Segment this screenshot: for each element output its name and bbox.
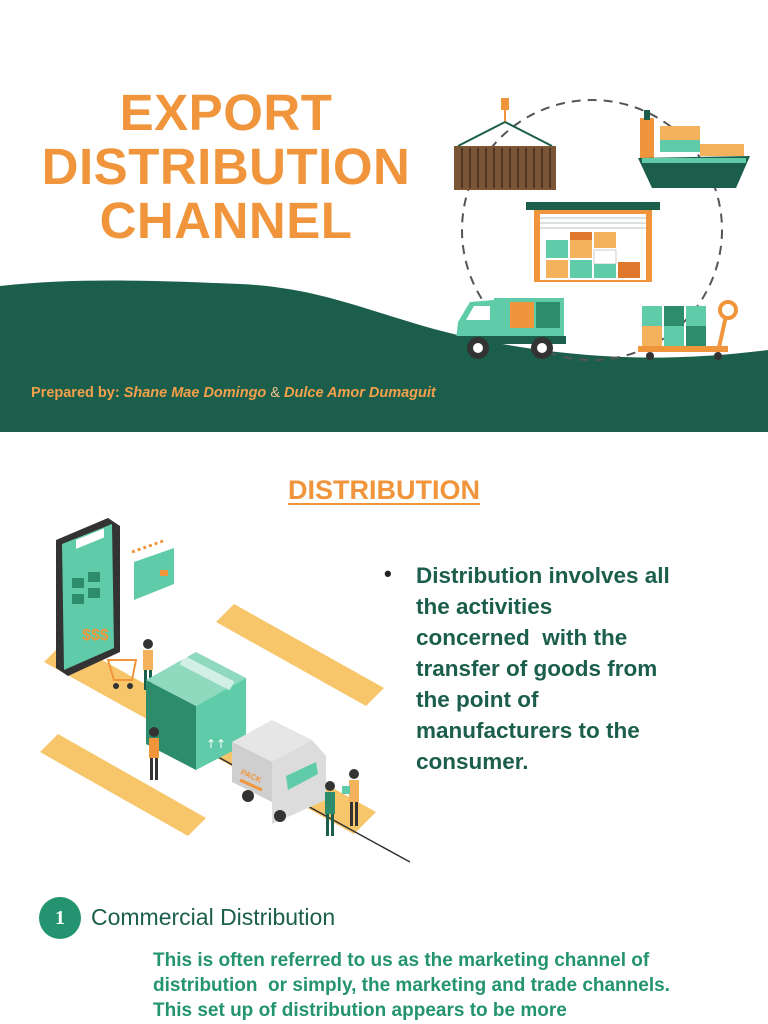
warehouse-icon: [526, 202, 660, 282]
delivery-truck-icon: [454, 298, 566, 359]
title-slide: EXPORT DISTRIBUTION CHANNEL: [0, 0, 768, 432]
bullet-line: concerned with the: [416, 625, 628, 650]
delivery-van-icon: PACK: [232, 720, 326, 824]
person-icon: [149, 727, 159, 780]
title-line: DISTRIBUTION: [41, 138, 411, 195]
description-line: This is often referred to us as the mark…: [153, 950, 650, 971]
bullet-line: manufacturers to the: [416, 718, 640, 743]
person-icon: [342, 769, 359, 826]
smartphone-icon: $$$: [56, 518, 120, 676]
author-name: Shane Mae Domingo: [123, 385, 267, 401]
author-name: Dulce Amor Dumaguit: [284, 385, 436, 401]
bullet-line: transfer of goods from: [416, 656, 658, 681]
price-label: $$$: [82, 627, 109, 644]
person-icon: [325, 781, 335, 836]
bullet-point: • Distribution involves all the activiti…: [384, 560, 720, 777]
bullet-line: the activities: [416, 594, 553, 619]
prepared-by-line: Prepared by: Shane Mae Domingo & Dulce A…: [31, 385, 436, 401]
bullet-line: Distribution involves all: [416, 563, 670, 588]
subsection-title: Commercial Distribution: [91, 904, 336, 930]
logistics-cycle-illustration: [454, 98, 750, 361]
crane-container-icon: [454, 98, 556, 190]
subsection-description: This is often referred to us as the mark…: [153, 948, 753, 1023]
cargo-ship-icon: [638, 110, 750, 188]
green-wave-background: [0, 280, 768, 432]
bullet-line: consumer.: [416, 749, 529, 774]
title-line: EXPORT: [119, 84, 333, 141]
title-line: CHANNEL: [99, 192, 353, 249]
bullet-line: the point of: [416, 687, 539, 712]
bullet-text: Distribution involves all the activities…: [416, 560, 720, 777]
svg-text:↑↑: ↑↑: [206, 737, 226, 751]
section-number-badge: 1: [39, 897, 81, 939]
bullet-dot: •: [384, 561, 392, 586]
ampersand: &: [270, 385, 280, 401]
shopping-cart-icon: [106, 659, 138, 689]
credit-card-icon: [131, 538, 174, 600]
distribution-slide: DISTRIBUTION $$$: [0, 432, 768, 1024]
section-heading: DISTRIBUTION: [288, 475, 480, 505]
description-line: distribution or simply, the marketing an…: [153, 975, 670, 996]
distribution-illustration: $$$ ↑↑: [40, 518, 411, 863]
description-line: This set up of distribution appears to b…: [153, 1000, 567, 1021]
pallet-jack-icon: [638, 300, 738, 360]
prepared-label: Prepared by:: [31, 385, 120, 401]
presentation-title: EXPORT DISTRIBUTION CHANNEL: [20, 86, 432, 248]
